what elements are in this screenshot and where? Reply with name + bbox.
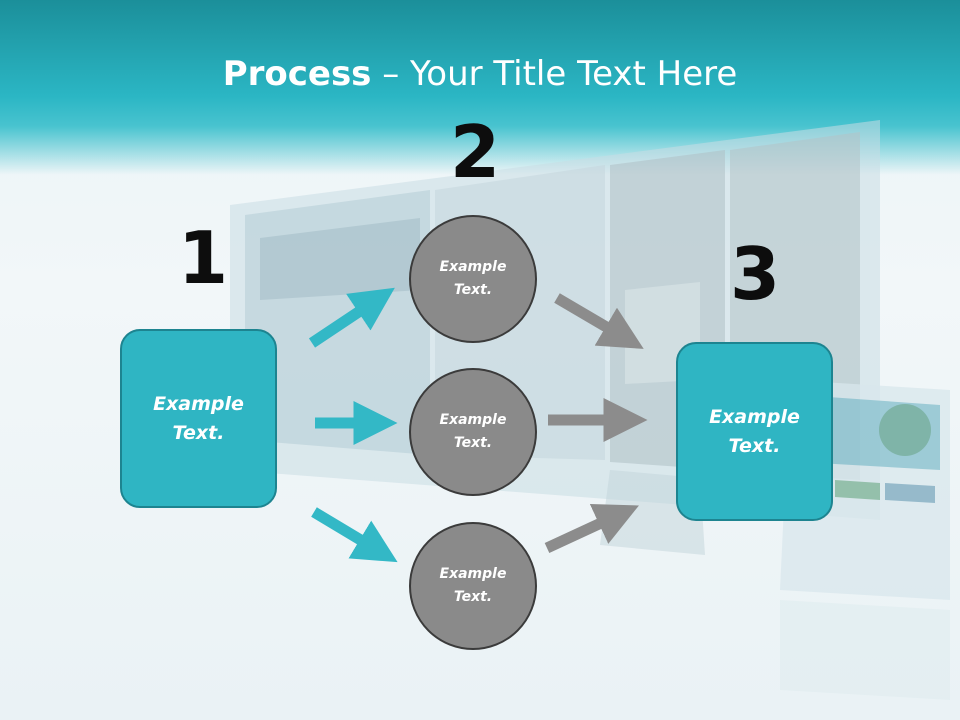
title-rest: – Your Title Text Here [371,54,738,94]
arrow-top-to-3 [554,293,644,349]
arrow-1-to-top [308,287,395,348]
step-2-circle-top: Example Text. [409,215,537,343]
step-number-3: 3 [730,232,781,316]
arrow-1-to-bottom [311,507,398,563]
title-bold: Process [222,54,372,94]
step-2-circle-middle: Example Text. [409,368,537,496]
step-1-box: Example Text. [120,329,277,508]
slide-title: Process – Your Title Text Here [0,52,960,96]
step-2-circle-bottom: Example Text. [409,522,537,650]
step-3-box: Example Text. [676,342,833,521]
arrow-bottom-to-3 [544,503,639,553]
step-number-1: 1 [178,216,229,300]
step-number-2: 2 [450,110,501,194]
